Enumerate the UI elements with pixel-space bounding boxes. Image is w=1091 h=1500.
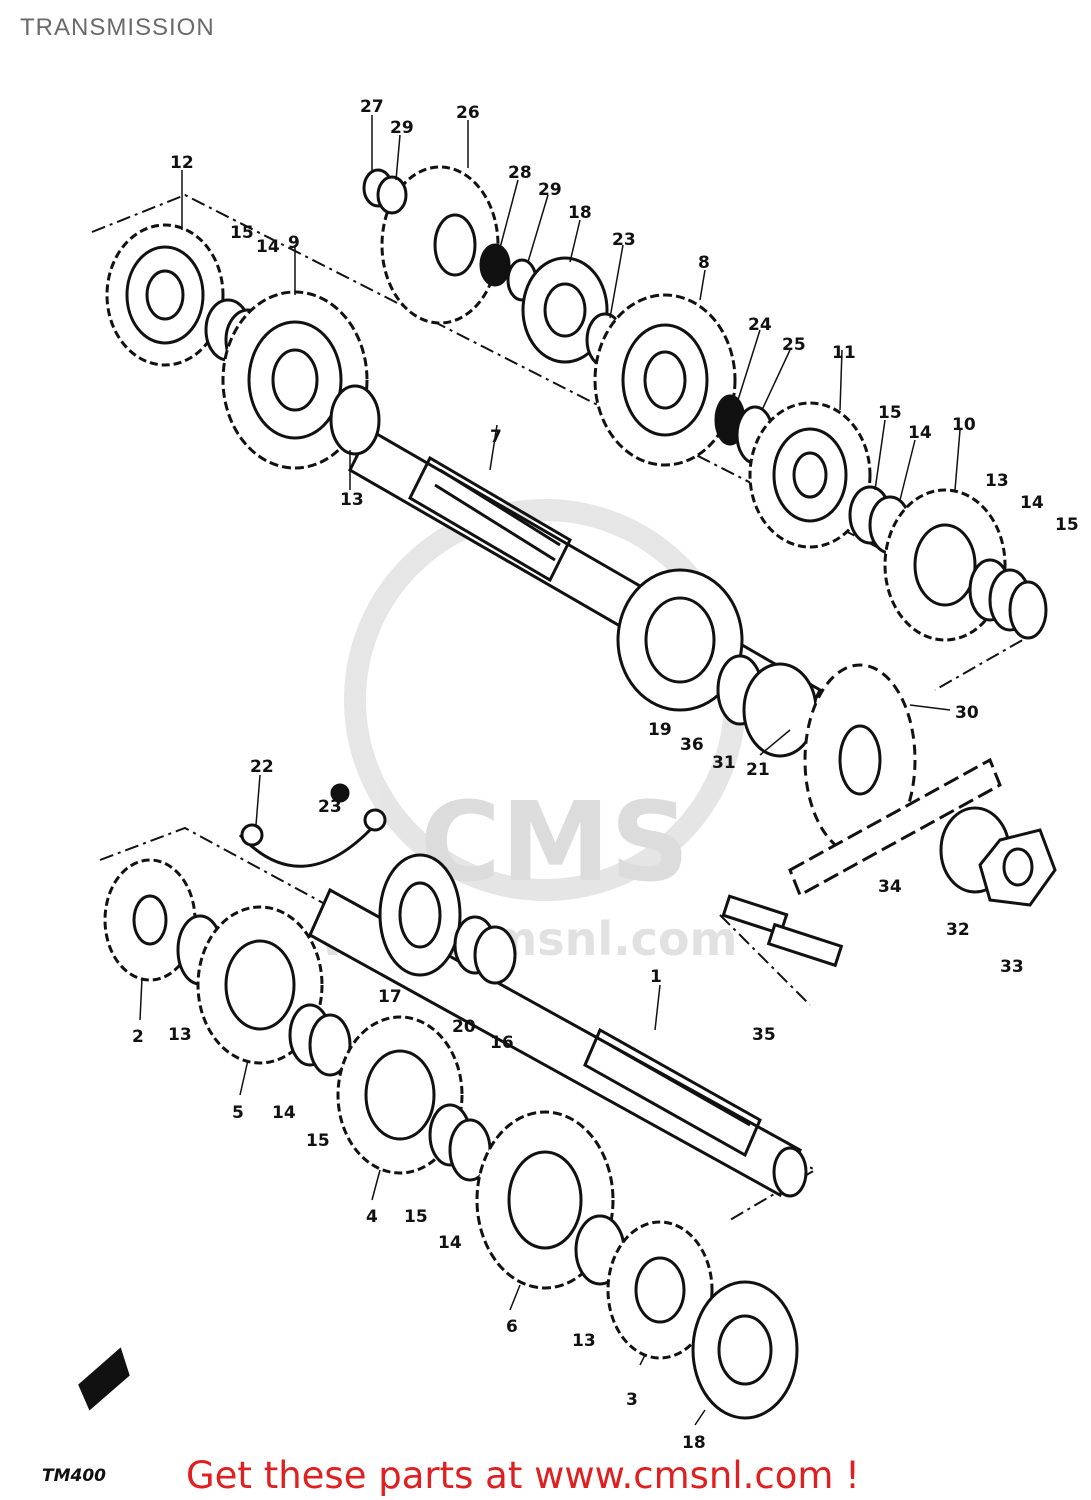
page-title: TRANSMISSION <box>20 14 215 41</box>
callout-9: 9 <box>288 233 300 253</box>
callout-18: 18 <box>568 203 592 223</box>
leader-lines <box>139 115 961 1426</box>
callout-31: 31 <box>712 753 736 773</box>
gear-11 <box>748 401 872 549</box>
chain-joint-outline <box>719 914 811 1006</box>
callout-3: 3 <box>626 1390 638 1410</box>
callout-34: 34 <box>878 877 902 897</box>
callout-13d: 13 <box>572 1331 596 1351</box>
callout-35: 35 <box>752 1025 776 1045</box>
drawing-code: TM400 <box>42 1466 106 1486</box>
nut-hole <box>1002 847 1034 887</box>
callout-8: 8 <box>698 253 710 273</box>
gear-3 <box>606 1220 714 1360</box>
callout-15: 15 <box>230 223 254 243</box>
callout-17: 17 <box>378 987 402 1007</box>
callout-32: 32 <box>946 920 970 940</box>
callout-14b: 14 <box>908 423 932 443</box>
callout-1: 1 <box>650 967 662 987</box>
callout-14: 14 <box>256 237 280 257</box>
callout-27: 27 <box>360 97 384 117</box>
drive-chain-assembly <box>721 757 1057 968</box>
callout-23: 23 <box>612 230 636 250</box>
bearing-28 <box>479 243 511 287</box>
washer-13 <box>329 384 381 456</box>
callout-24: 24 <box>748 315 772 335</box>
bearing-17 <box>378 853 462 977</box>
callout-5: 5 <box>232 1103 244 1123</box>
gear-12 <box>105 223 225 367</box>
callout-23b: 23 <box>318 797 342 817</box>
callout-36: 36 <box>680 735 704 755</box>
washer-29 <box>376 175 408 215</box>
spline-line <box>434 483 556 562</box>
chain-34 <box>788 757 1002 898</box>
callout-14c: 14 <box>1020 493 1044 513</box>
callout-15d: 15 <box>306 1131 330 1151</box>
washer-15d <box>308 1013 352 1077</box>
callout-18b: 18 <box>682 1433 706 1453</box>
callout-13: 13 <box>340 490 364 510</box>
spline-section <box>583 1027 762 1158</box>
callout-19: 19 <box>648 720 672 740</box>
cms-watermark: CMS www.cmsnl.com <box>320 499 746 966</box>
upper-gears <box>105 165 1048 857</box>
chain-joint-35 <box>721 894 844 968</box>
spline-section <box>408 455 572 583</box>
footer-parts-link[interactable]: Get these parts at www.cmsnl.com ! <box>186 1454 861 1497</box>
retainer-hole <box>240 823 264 847</box>
lower-gears <box>78 783 799 1420</box>
callout-14e: 14 <box>438 1233 462 1253</box>
callout-15b: 15 <box>878 403 902 423</box>
callout-20: 20 <box>452 1017 476 1037</box>
callout-15c: 15 <box>1055 515 1079 535</box>
callout-16: 16 <box>490 1033 514 1053</box>
callout-22: 22 <box>250 757 274 777</box>
spline-line <box>439 468 561 547</box>
callout-4: 4 <box>366 1207 378 1227</box>
bearing-retainer-22 <box>238 814 382 868</box>
callout-15e: 15 <box>404 1207 428 1227</box>
callout-12: 12 <box>170 153 194 173</box>
watermark-brand: CMS <box>420 778 689 906</box>
callout-21: 21 <box>746 760 770 780</box>
washer-15c <box>1008 580 1048 640</box>
callout-2: 2 <box>132 1027 144 1047</box>
callout-29b: 29 <box>538 180 562 200</box>
gear-8 <box>593 293 737 467</box>
callout-33: 33 <box>1000 957 1024 977</box>
callout-6: 6 <box>506 1317 518 1337</box>
callout-7: 7 <box>490 427 502 447</box>
callout-25: 25 <box>782 335 806 355</box>
callout-26: 26 <box>456 103 480 123</box>
spline-line <box>609 1043 751 1127</box>
lower-shaft-outline <box>99 826 818 1221</box>
front-arrow-icon <box>78 1347 130 1411</box>
shaft-end <box>772 1146 808 1198</box>
callout-28: 28 <box>508 163 532 183</box>
bearing-19 <box>616 568 744 712</box>
callout-13b: 13 <box>985 471 1009 491</box>
callout-10: 10 <box>952 415 976 435</box>
retainer-hole <box>363 808 387 832</box>
o-ring-16 <box>473 925 517 985</box>
callouts: 12 15 14 9 13 7 27 29 26 28 29 18 23 8 2… <box>132 97 1079 1453</box>
callout-14d: 14 <box>272 1103 296 1123</box>
callout-13c: 13 <box>168 1025 192 1045</box>
callout-29: 29 <box>390 118 414 138</box>
nut-33 <box>978 828 1057 907</box>
screw-23 <box>330 783 350 803</box>
callout-30: 30 <box>955 703 979 723</box>
callout-11: 11 <box>832 343 856 363</box>
bearing-18-lower <box>691 1280 799 1420</box>
